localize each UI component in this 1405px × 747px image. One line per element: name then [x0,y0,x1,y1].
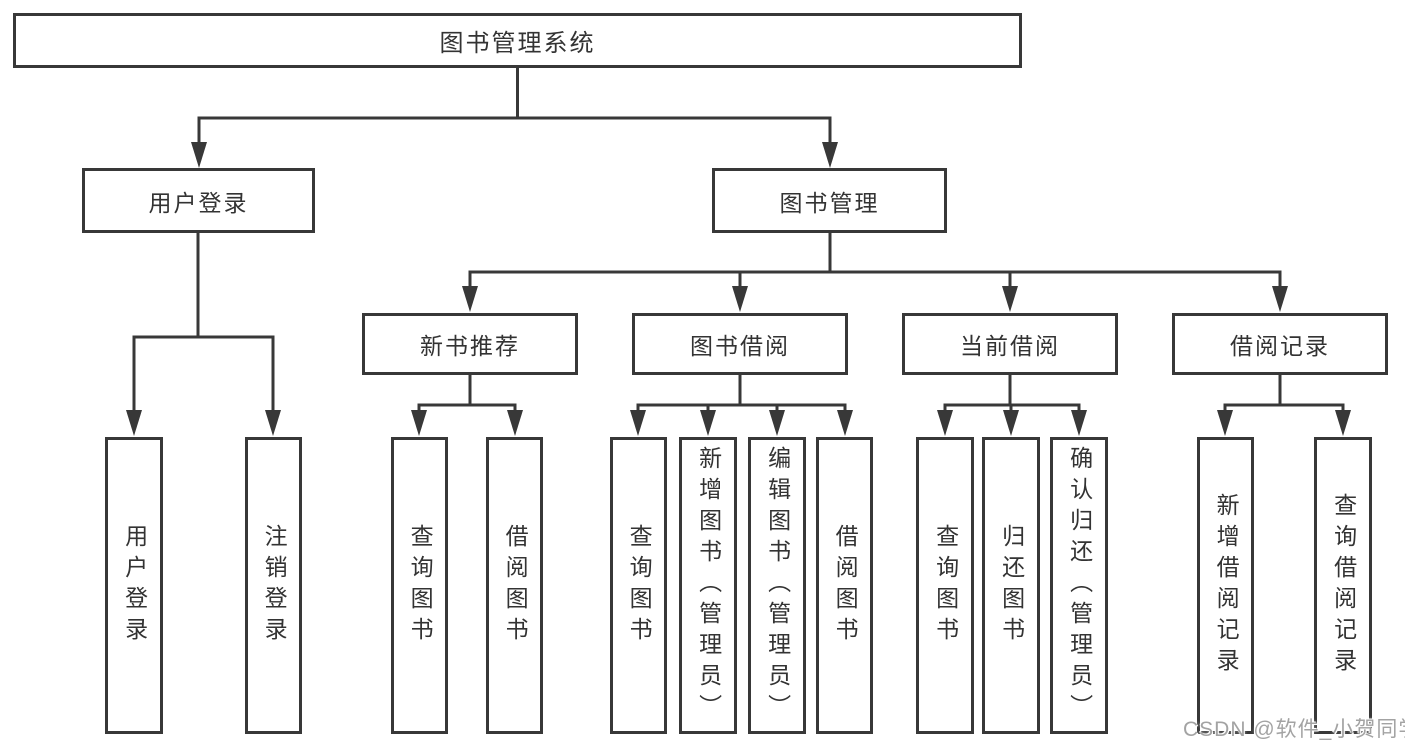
node-book-management: 图书管理 [712,168,947,233]
node-leaf-query-books-1: 查询图书 [391,437,448,734]
node-new-book-recommend: 新书推荐 [362,313,578,375]
node-leaf-query-borrow-record: 查询借阅记录 [1314,437,1372,734]
node-borrowing-records: 借阅记录 [1172,313,1388,375]
node-leaf-return-books: 归还图书 [982,437,1040,734]
node-leaf-borrow-books-2: 借阅图书 [816,437,873,734]
arrowheads [126,142,1351,436]
node-library-management-system: 图书管理系统 [13,13,1022,68]
node-leaf-add-borrow-record: 新增借阅记录 [1197,437,1254,734]
node-leaf-query-books-3: 查询图书 [916,437,974,734]
node-leaf-confirm-return-admin: 确认归还（管理员） [1050,437,1108,734]
node-leaf-edit-books-admin: 编辑图书（管理员） [748,437,806,734]
node-leaf-logout: 注销登录 [245,437,302,734]
node-user-login: 用户登录 [82,168,315,233]
node-leaf-query-books-2: 查询图书 [610,437,667,734]
node-current-borrowing: 当前借阅 [902,313,1118,375]
node-book-borrowing: 图书借阅 [632,313,848,375]
csdn-watermark: CSDN @软件_小贺同学 [1183,718,1405,741]
node-leaf-add-books-admin: 新增图书（管理员） [679,437,737,734]
node-leaf-borrow-books-1: 借阅图书 [486,437,543,734]
node-leaf-user-login: 用户登录 [105,437,163,734]
